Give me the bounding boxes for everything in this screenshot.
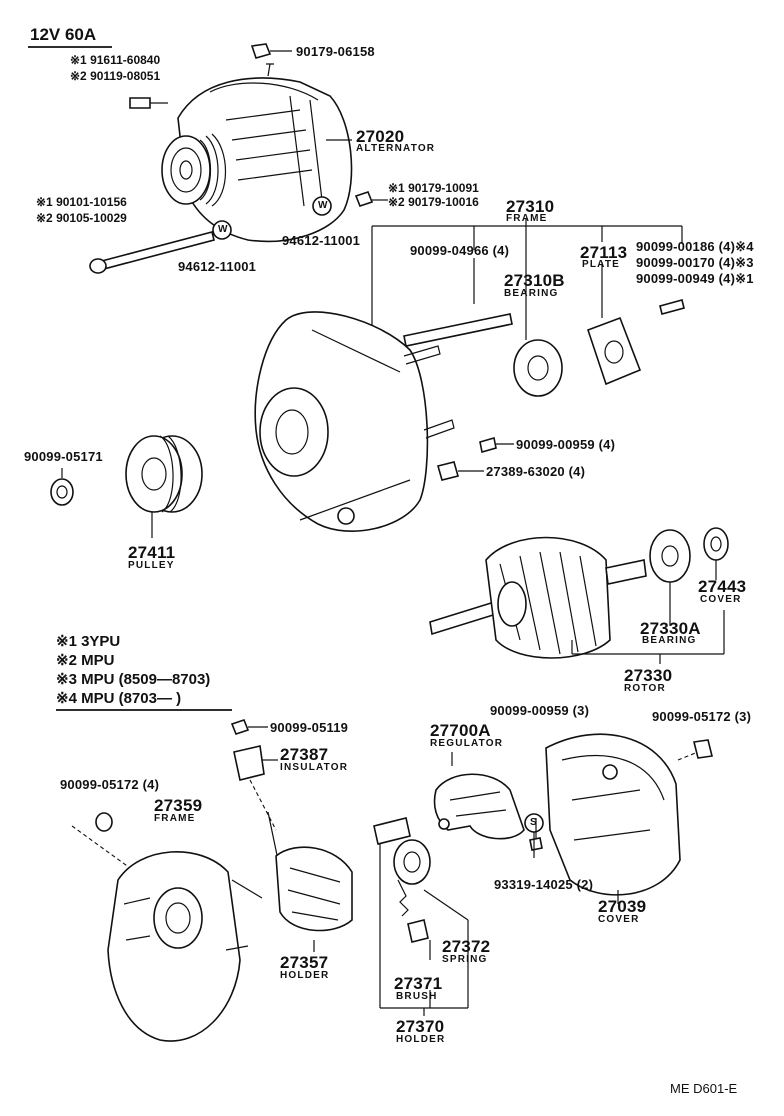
part-name: BEARING — [504, 288, 559, 299]
part-name: ALTERNATOR — [356, 143, 436, 154]
part-name: REGULATOR — [430, 738, 504, 749]
part-name: COVER — [700, 594, 742, 605]
part-name: FRAME — [506, 213, 548, 224]
part-name: ROTOR — [624, 683, 666, 694]
legend-line: ※4 MPU (8703— ) — [56, 690, 182, 707]
note-line: ※1 90101-10156 — [36, 195, 127, 209]
part-number: 27372 — [442, 937, 491, 956]
front-frame-illustration — [254, 311, 455, 532]
legend-line: ※1 3YPU — [56, 633, 121, 650]
part-number: 27411 — [128, 543, 176, 562]
part-number: 90179-06158 — [296, 44, 375, 59]
part-number: 90099-05119 — [270, 720, 349, 735]
diagram-reference-code: ME D601-E — [670, 1081, 738, 1096]
seal-mark-s: S — [530, 817, 537, 828]
washer-mark-w: W — [318, 200, 328, 211]
pulley-illustration — [125, 435, 203, 538]
part-name: SPRING — [442, 954, 488, 965]
part-name: COVER — [598, 914, 640, 925]
part-number: 27357 — [280, 953, 329, 972]
part-number: 27371 — [394, 974, 443, 993]
part-number: 27310B — [504, 271, 565, 290]
part-name: HOLDER — [280, 970, 330, 981]
part-number: 90099-00949 (4)※1 — [636, 271, 754, 286]
note-line: ※1 91611-60840 — [70, 53, 161, 67]
part-number: 27039 — [598, 897, 647, 916]
note-line: ※1 90179-10091 — [388, 181, 479, 195]
part-number: 27113 — [580, 243, 628, 262]
part-name: INSULATOR — [280, 762, 349, 773]
legend-line: ※3 MPU (8509—8703) — [56, 671, 211, 688]
part-number: 27330A — [640, 619, 701, 638]
part-number: 90099-05172 (3) — [652, 709, 752, 724]
part-number: 27330 — [624, 666, 673, 685]
part-number: 90099-05171 — [24, 449, 103, 464]
part-number: 90099-04966 (4) — [410, 243, 510, 258]
washer-mark-w: W — [218, 224, 228, 235]
note-line: ※2 90105-10029 — [36, 211, 127, 225]
frame-bracket-lines — [371, 218, 683, 340]
part-name: FRAME — [154, 813, 196, 824]
brush-holder-illustration — [373, 817, 469, 1016]
part-name: PLATE — [582, 259, 621, 270]
holder-27357-illustration — [275, 846, 353, 952]
note-line: ※2 90179-10016 — [388, 195, 479, 209]
part-number: 90099-00959 (4) — [516, 437, 616, 452]
alternator-illustration — [89, 43, 353, 274]
part-number: 94612-11001 — [178, 259, 257, 274]
part-number: 90099-00959 (3) — [490, 703, 590, 718]
part-number: 27387 — [280, 745, 329, 764]
part-name: BRUSH — [396, 991, 438, 1002]
part-number: 93319-14025 (2) — [494, 877, 594, 892]
part-name: BEARING — [642, 635, 697, 646]
part-number: 27370 — [396, 1017, 445, 1036]
legend-line: ※2 MPU — [56, 652, 115, 669]
part-number: 27310 — [506, 197, 555, 216]
part-name: HOLDER — [396, 1034, 446, 1045]
part-number: 90099-00170 (4)※3 — [636, 255, 754, 270]
part-number: 94612-11001 — [282, 233, 361, 248]
diagram-title: 12V 60A — [30, 25, 97, 44]
part-number: 27443 — [698, 577, 747, 596]
part-number: 27020 — [356, 127, 405, 146]
part-number: 90099-00186 (4)※4 — [636, 239, 754, 254]
rear-frame-illustration — [107, 851, 263, 1042]
part-number: 90099-05172 (4) — [60, 777, 160, 792]
part-number: 27700A — [430, 721, 491, 740]
part-name: PULLEY — [128, 560, 175, 571]
note-line: ※2 90119-08051 — [70, 69, 161, 83]
rear-cover-illustration — [545, 733, 713, 904]
part-number: 27389-63020 (4) — [486, 464, 586, 479]
regulator-illustration — [433, 752, 543, 858]
rotor-illustration — [429, 527, 729, 664]
part-number: 27359 — [154, 796, 203, 815]
